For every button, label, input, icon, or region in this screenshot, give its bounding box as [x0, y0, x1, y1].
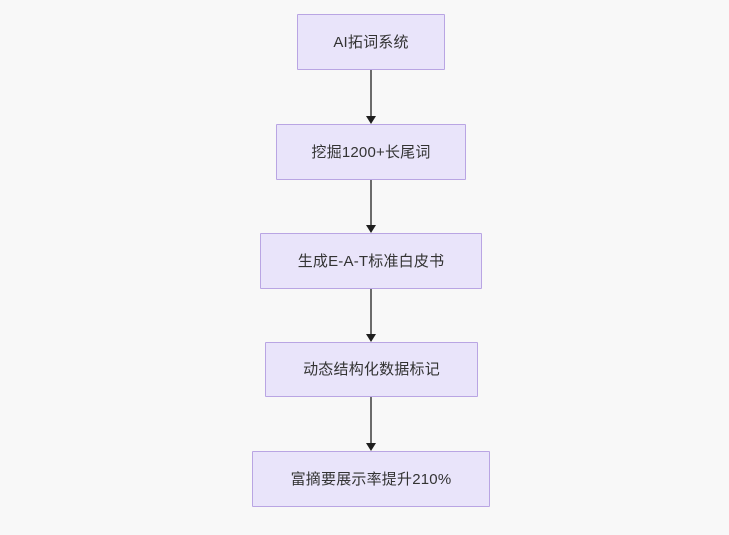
edge-line — [370, 180, 372, 226]
arrowhead-icon — [366, 443, 376, 451]
flowchart-node-4[interactable]: 动态结构化数据标记 — [265, 342, 478, 397]
flowchart-node-label: AI拓词系统 — [333, 33, 409, 51]
flowchart-node-1[interactable]: AI拓词系统 — [297, 14, 445, 70]
flowchart-node-2[interactable]: 挖掘1200+长尾词 — [276, 124, 466, 180]
arrowhead-icon — [366, 116, 376, 124]
flowchart-node-3[interactable]: 生成E-A-T标准白皮书 — [260, 233, 482, 289]
edge-line — [370, 70, 372, 117]
flowchart-node-label: 挖掘1200+长尾词 — [311, 143, 431, 161]
arrowhead-icon — [366, 334, 376, 342]
edge-line — [370, 289, 372, 335]
arrowhead-icon — [366, 225, 376, 233]
flowchart-node-label: 生成E-A-T标准白皮书 — [297, 252, 445, 270]
flowchart-node-label: 富摘要展示率提升210% — [290, 470, 452, 488]
flowchart-node-5[interactable]: 富摘要展示率提升210% — [252, 451, 490, 507]
flowchart-node-label: 动态结构化数据标记 — [303, 361, 440, 378]
edge-line — [370, 397, 372, 444]
